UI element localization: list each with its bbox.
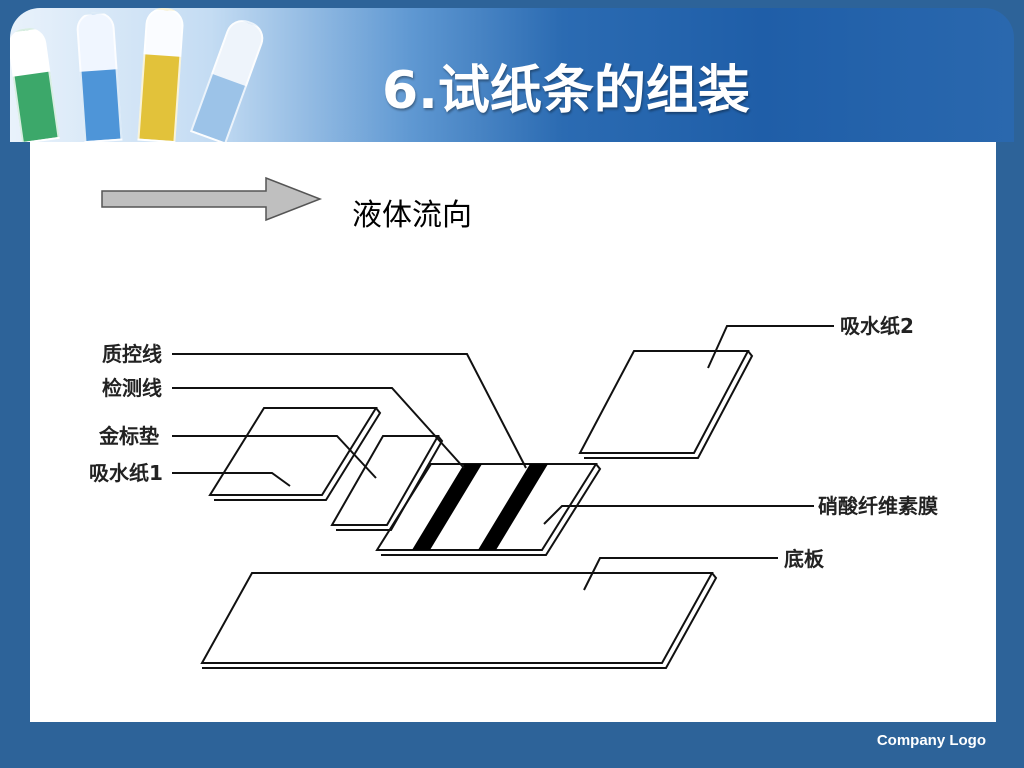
leader-test-line — [172, 387, 465, 469]
flow-arrow — [101, 176, 323, 222]
leader-gold-pad — [172, 435, 377, 479]
leader-absorbent-paper-1 — [172, 472, 291, 487]
base-plate-shape — [200, 572, 718, 669]
leader-quality-control-line — [172, 353, 527, 469]
label-nitrocellulose-membrane: 硝酸纤维素膜 — [818, 494, 938, 518]
header-banner: 6.试纸条的组装 — [10, 8, 1014, 142]
label-gold-pad: 金标垫 — [98, 424, 159, 448]
slide-title: 6.试纸条的组装 — [382, 61, 750, 121]
label-absorbent-paper-2: 吸水纸2 — [840, 314, 914, 338]
label-quality-control-line: 质控线 — [102, 342, 162, 366]
leader-base-plate — [583, 557, 778, 591]
flow-direction-label: 液体流向 — [352, 198, 472, 233]
label-test-line: 检测线 — [102, 376, 162, 400]
gold-pad-shape — [330, 435, 444, 531]
control-line-band — [478, 464, 548, 550]
company-logo-text: Company Logo — [876, 732, 986, 749]
label-absorbent-paper-1: 吸水纸1 — [89, 461, 163, 485]
test-strip-diagram: 质控线 检测线 金标垫 吸水纸1 吸水纸2 硝酸纤维素膜 底板 — [89, 314, 938, 669]
label-base-plate: 底板 — [784, 547, 825, 571]
test-line-band — [412, 464, 482, 550]
leader-nitrocellulose-membrane — [543, 505, 814, 525]
leader-absorbent-paper-2 — [707, 325, 834, 369]
absorbent-paper-2-shape — [578, 350, 754, 459]
